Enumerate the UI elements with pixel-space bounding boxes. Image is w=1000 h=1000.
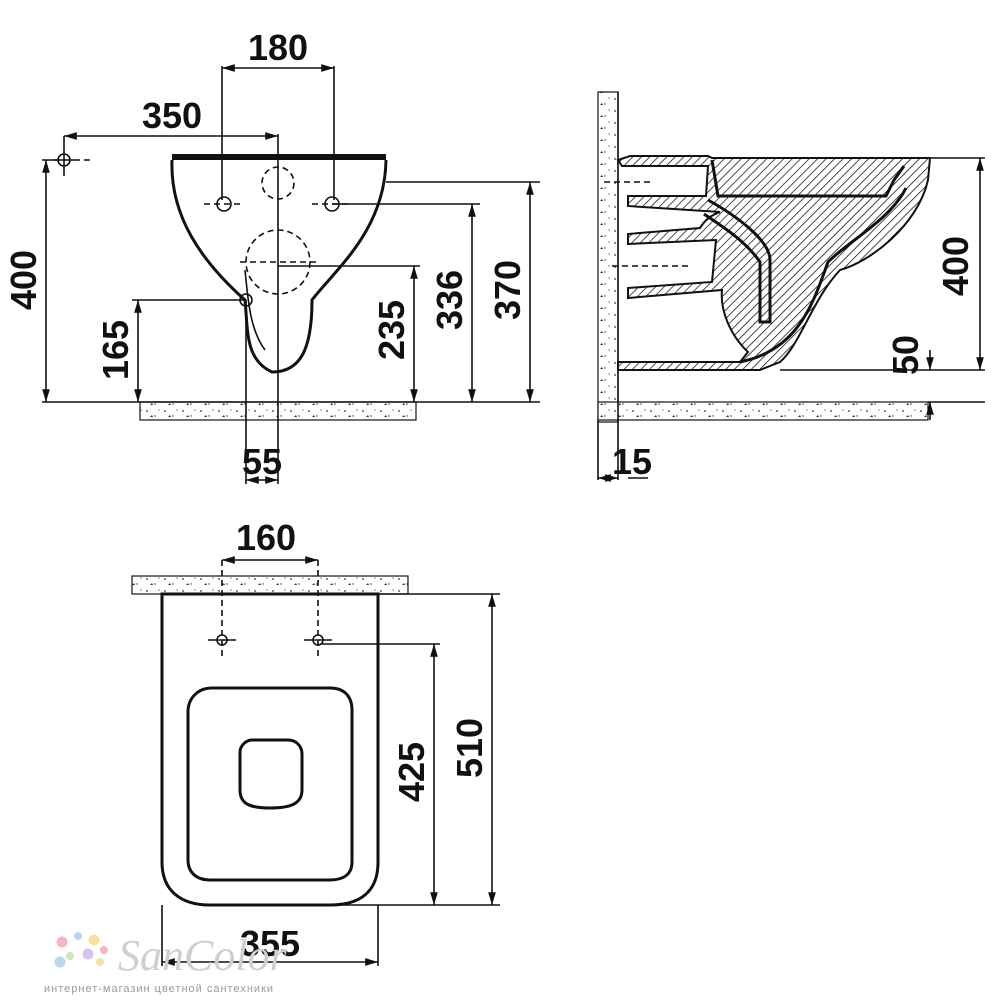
dim-370-label: 370 <box>487 260 528 320</box>
dim-235-label: 235 <box>371 300 412 360</box>
ceramic-section <box>616 155 932 371</box>
watermark-dot <box>100 946 108 954</box>
bowl-rim <box>172 154 386 160</box>
bowl-inner-line <box>244 269 266 351</box>
watermark-brand: SanColor <box>118 931 288 980</box>
dim-425-label: 425 <box>391 742 432 802</box>
watermark-dots <box>54 932 108 968</box>
dim-336-label: 336 <box>429 270 470 330</box>
watermark-dot <box>88 934 100 946</box>
watermark-dot <box>82 948 94 960</box>
dim-400-side-label: 400 <box>935 236 976 296</box>
dim-160-label: 160 <box>236 517 296 558</box>
dim-50-label: 50 <box>885 335 926 375</box>
dim-510-label: 510 <box>449 718 490 778</box>
watermark-dot <box>54 956 66 968</box>
bowl-opening <box>238 738 304 810</box>
watermark-dot <box>66 952 74 960</box>
seat-outline <box>186 686 354 882</box>
watermark-dot <box>56 936 68 948</box>
dim-180-label: 180 <box>248 27 308 68</box>
rim-profile <box>710 159 906 198</box>
wall <box>597 91 619 423</box>
bowl-back-curve <box>739 187 908 364</box>
front-view: 180 350 400 165 235 336 370 55 <box>3 27 540 484</box>
watermark-tagline: интернет-магазин цветной сантехники <box>44 983 274 995</box>
dim-15-label: 15 <box>612 441 652 482</box>
watermark-dot <box>74 932 82 940</box>
watermark-dot <box>96 958 104 966</box>
dim-165-label: 165 <box>95 320 136 380</box>
watermark: SanColor интернет-магазин цветной сантех… <box>44 931 288 995</box>
dim-400-front-label: 400 <box>3 250 44 310</box>
bowl-outline <box>170 159 388 374</box>
floor-slab-side <box>597 401 929 421</box>
dim-350-label: 350 <box>142 95 202 136</box>
dim-355-label: 355 <box>240 923 300 964</box>
wall-top <box>131 575 409 595</box>
bowl-top-outline <box>160 592 380 907</box>
top-view: 160 425 510 355 <box>131 517 500 966</box>
siphon-inner <box>703 198 772 324</box>
side-view: 400 50 15 <box>597 91 985 482</box>
dim-55-label: 55 <box>242 441 282 482</box>
